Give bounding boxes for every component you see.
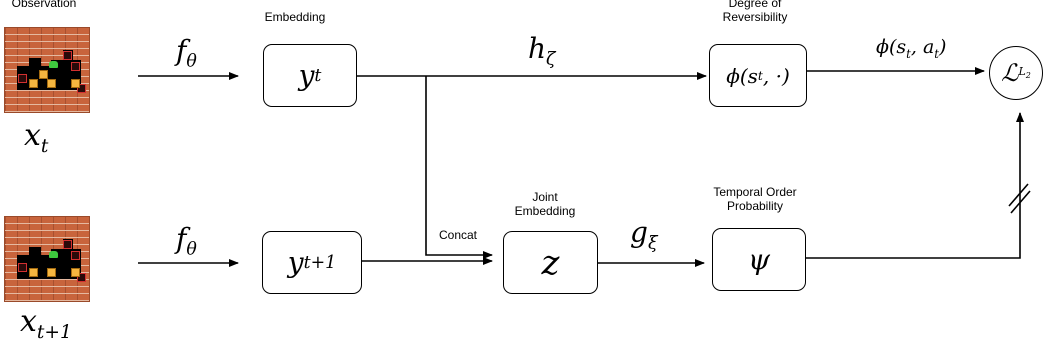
arrow-psi-to-loss — [806, 112, 1024, 259]
observation-image-t — [4, 27, 90, 113]
temporal-order-probability-label: Temporal Order Probability — [713, 185, 797, 213]
z-box: z — [503, 231, 598, 294]
observation-label: Observation — [11, 0, 77, 10]
f-theta-bottom-label: fθ — [176, 222, 197, 260]
stop-gradient-mark-1 — [1008, 183, 1029, 207]
degree-of-reversibility-label: Degree of Reversibility — [722, 0, 788, 24]
observation-image-t1 — [4, 216, 90, 302]
f-theta-top-label: fθ — [176, 34, 197, 72]
phi-st-at-label: ϕ(st, at) — [876, 36, 947, 61]
g-xi-label: gξ — [630, 216, 658, 254]
stop-gradient-mark-2 — [1010, 190, 1031, 214]
arrow-concat-branch — [425, 76, 493, 259]
h-zeta-label: hζ — [528, 32, 556, 70]
concat-label: Concat — [438, 228, 478, 242]
x-t1-label: xt+1 — [20, 304, 72, 343]
psi-box: ψ — [712, 228, 806, 291]
embedding-label: Embedding — [264, 10, 326, 24]
joint-embedding-label: Joint Embedding — [514, 190, 576, 218]
x-t-label: xt — [24, 118, 49, 157]
